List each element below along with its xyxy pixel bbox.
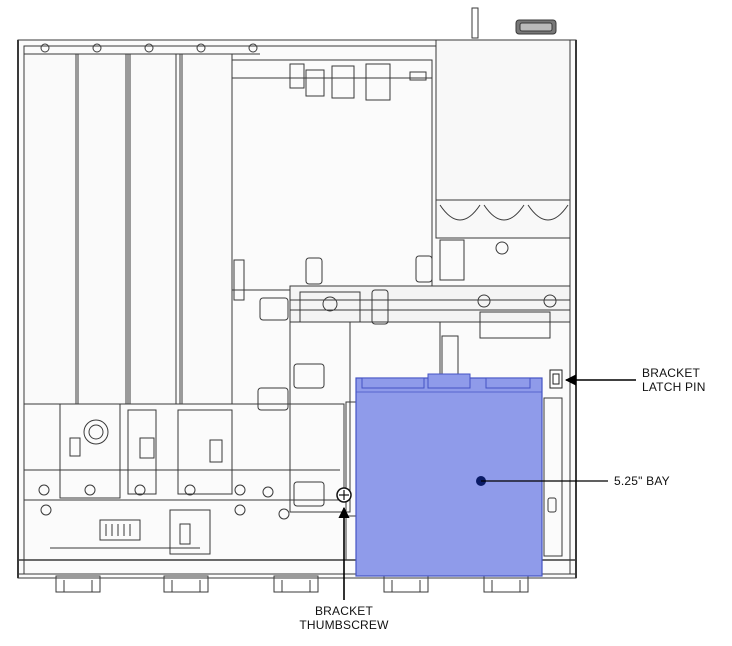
callout-latch-pin: BRACKET LATCH PIN bbox=[642, 366, 706, 394]
psu-handle bbox=[471, 7, 557, 39]
expansion-cards bbox=[23, 43, 260, 405]
bracket-latch-pin bbox=[549, 369, 563, 389]
callout-latch-pin-line1: BRACKET bbox=[642, 366, 701, 380]
cage-latches bbox=[257, 255, 433, 507]
callout-bay-label: 5.25" BAY bbox=[614, 474, 670, 488]
motherboard-lower bbox=[23, 403, 345, 520]
bay-525 bbox=[355, 373, 543, 577]
callout-thumbscrew-line2: THUMBSCREW bbox=[299, 618, 389, 632]
leader-lines bbox=[338, 374, 636, 600]
drive-cage bbox=[289, 285, 571, 513]
power-supply bbox=[435, 39, 571, 281]
callout-latch-pin-line2: LATCH PIN bbox=[642, 380, 706, 394]
callout-thumbscrew-line1: BRACKET bbox=[314, 604, 374, 618]
bezel-feet bbox=[55, 575, 529, 593]
callout-bay: 5.25" BAY bbox=[614, 474, 670, 488]
callout-thumbscrew: BRACKET THUMBSCREW bbox=[284, 604, 404, 632]
bracket-thumbscrew bbox=[336, 487, 352, 503]
